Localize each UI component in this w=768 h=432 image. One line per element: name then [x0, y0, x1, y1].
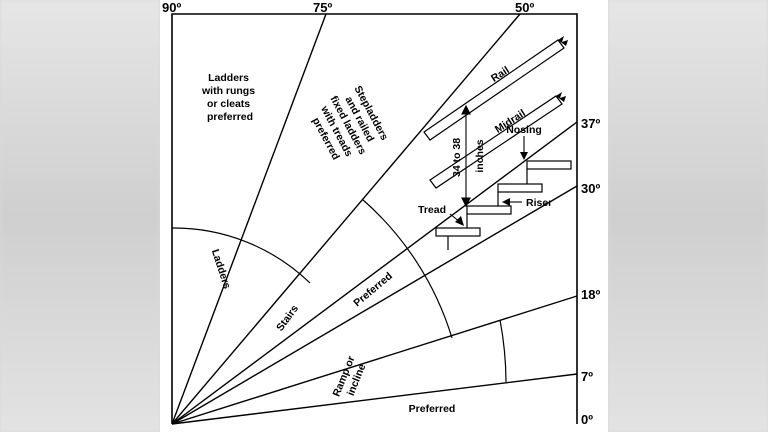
midrail-bar: [429, 95, 563, 189]
ray-7: [171, 373, 578, 425]
step-3: [497, 183, 543, 193]
ladders-zone-title: Ladders with rungs or cleats preferred: [201, 72, 258, 123]
rail-break: [558, 36, 568, 46]
ray-30: [171, 185, 578, 425]
angle-label-37: 37º: [581, 116, 600, 131]
midrail-break: [556, 92, 566, 102]
ray-37: [171, 121, 578, 425]
angle-label-0: 0º: [581, 412, 593, 427]
angle-label-18: 18º: [581, 287, 600, 302]
pointer-arrows: [449, 136, 528, 226]
nosing-label: Nosing: [506, 124, 542, 136]
height-label: 34 to 38 inches: [451, 135, 486, 177]
angle-label-30: 30º: [581, 181, 600, 196]
ray-50: [171, 13, 521, 425]
step-4: [526, 160, 572, 170]
riser-label: Riser: [526, 197, 552, 209]
angle-label-75: 75º: [313, 0, 332, 15]
height-dimension: [461, 104, 471, 208]
angle-label-90: 90º: [162, 0, 181, 15]
svg-text:34 to 38 inches: 34 to 38 inches: [451, 135, 486, 177]
step-1: [435, 227, 481, 237]
arc-ramp-preferred: [499, 319, 507, 383]
angle-label-50: 50º: [515, 0, 534, 15]
diagram-frame: [171, 13, 578, 424]
ray-75: [171, 13, 327, 425]
stair-detail: [423, 36, 572, 250]
angle-rays: [171, 13, 578, 425]
blurred-backdrop-left: [0, 0, 160, 432]
step-2: [466, 205, 512, 215]
ray-18: [171, 295, 578, 425]
stair-angle-diagram: 90º 75º 50º 37º 30º 18º 7º 0º Ladders wi…: [160, 0, 608, 432]
angle-label-7: 7º: [581, 369, 593, 384]
rail-bar: [423, 39, 565, 141]
blurred-backdrop-right: [608, 0, 768, 432]
tread-label: Tread: [418, 204, 446, 216]
diagram-paper: [160, 0, 608, 432]
arc-stairs-preferred: [361, 198, 453, 339]
zone-arcs: [171, 198, 507, 383]
arc-ladders: [171, 227, 311, 284]
ramp-preferred-label: Preferred: [409, 403, 456, 415]
